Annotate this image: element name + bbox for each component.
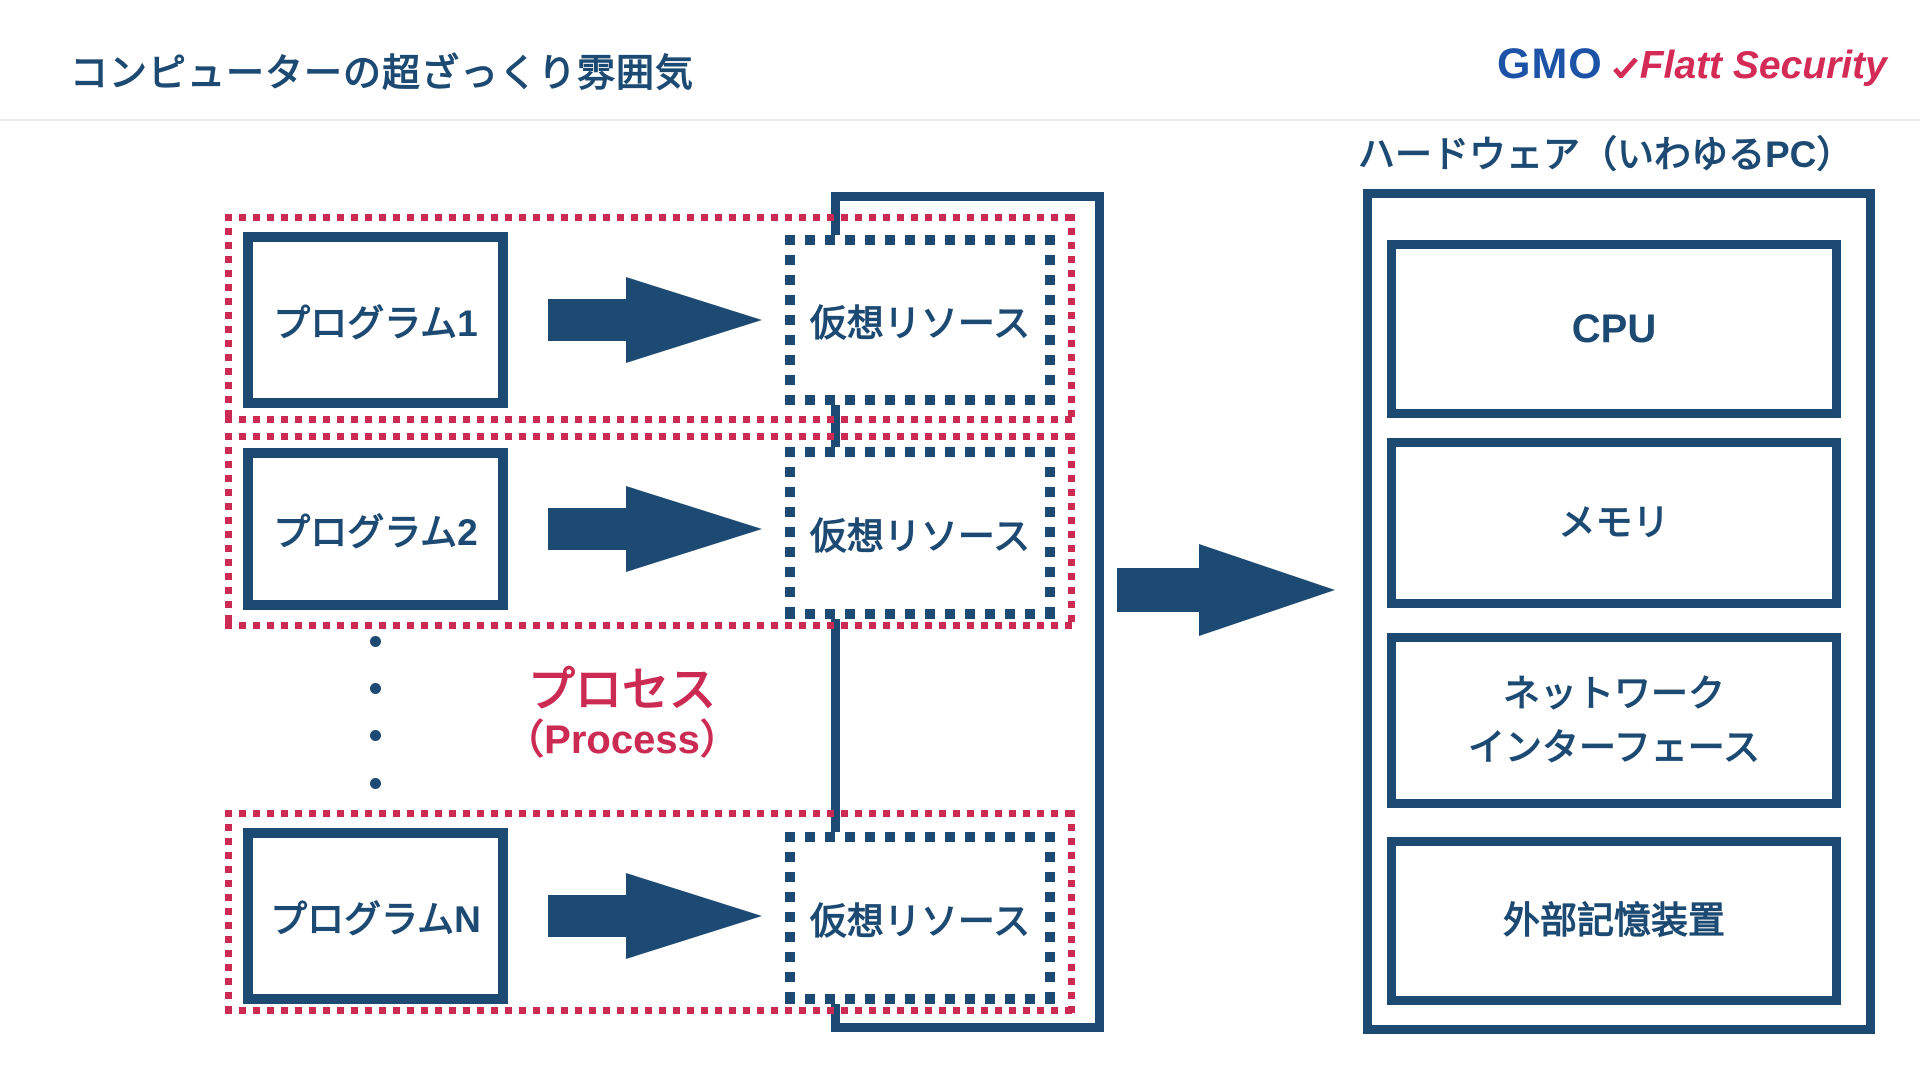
arrow-right-icon [548,873,762,959]
ellipsis-dot [370,778,381,789]
hardware-component-network-interface: ネットワーク インターフェース [1387,633,1841,808]
virtual-resource-box-2: 仮想リソース [785,447,1055,619]
virtual-resource-label-2: 仮想リソース [809,516,1031,557]
program-box-2: プログラム2 [243,448,508,610]
slide-title: コンピューターの超ざっくり雰囲気 [70,53,695,95]
program-box-n: プログラムN [243,828,508,1004]
header-divider [0,119,1920,121]
virtual-resource-label-1: 仮想リソース [809,303,1031,344]
hardware-frame [1363,189,1875,1034]
ellipsis-dot [370,636,381,647]
program-label-n: プログラムN [270,899,481,940]
virtual-resource-box-n: 仮想リソース [785,832,1055,1004]
virtual-resource-box-1: 仮想リソース [785,235,1055,405]
hardware-label-memory: メモリ [1558,502,1670,544]
arrow-right-icon [548,486,762,572]
process-caption: プロセス （Process） [420,664,824,764]
flatt-security-logo-text: Flatt Security [1639,44,1887,87]
program-label-1: プログラム1 [273,303,478,344]
gmo-flatt-security-logo: GMO Flatt Security [1497,40,1887,89]
arrow-right-icon [548,277,762,363]
ellipsis-dot [370,683,381,694]
virtual-resource-label-n: 仮想リソース [809,901,1031,942]
hardware-label-network-interface: ネットワーク インターフェース [1468,672,1760,768]
logo-check-icon [1612,58,1638,78]
hardware-component-memory: メモリ [1387,438,1841,608]
hardware-label-cpu: CPU [1571,307,1657,351]
hardware-label-external-storage: 外部記憶装置 [1503,900,1725,942]
ellipsis-dot [370,730,381,741]
program-box-1: プログラム1 [243,232,508,408]
hardware-component-external-storage: 外部記憶装置 [1387,837,1841,1005]
hardware-caption: ハードウェア（いわゆるPC） [1358,134,1854,175]
gmo-logo-text: GMO [1497,40,1603,88]
hardware-component-cpu: CPU [1387,240,1841,418]
program-label-2: プログラム2 [273,512,478,553]
process-caption-ja: プロセス [528,663,716,716]
big-arrow-right-icon [1117,544,1335,636]
process-caption-en: （Process） [504,718,740,762]
